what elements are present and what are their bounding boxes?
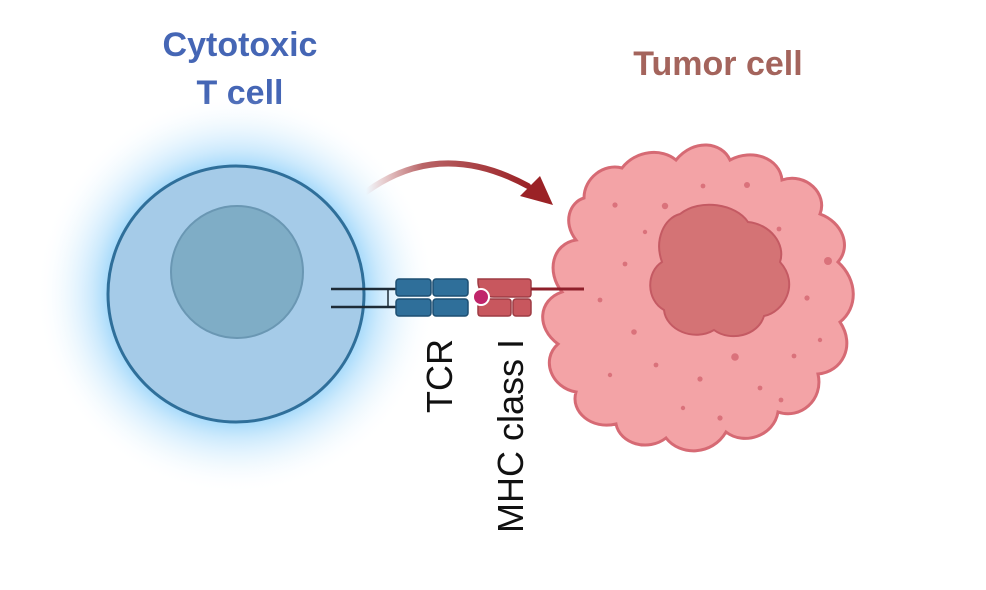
tumor-title: Tumor cell	[633, 45, 802, 83]
arrow-head	[520, 176, 553, 205]
tcell-title-line1: Cytotoxic	[163, 26, 318, 64]
tumor-vesicles	[597, 182, 832, 421]
tumor-nucleus	[649, 203, 791, 338]
tcr-domains	[395, 278, 469, 317]
tcell-nucleus	[170, 205, 304, 339]
tcell	[36, 94, 436, 494]
tcr-mhc-complex	[331, 278, 584, 317]
interaction-arrow	[363, 160, 553, 205]
tcr-label: TCR	[419, 339, 460, 413]
peptide-antigen	[472, 288, 490, 306]
mhc-label: MHC class I	[490, 339, 531, 533]
tumor-cell	[541, 143, 855, 453]
